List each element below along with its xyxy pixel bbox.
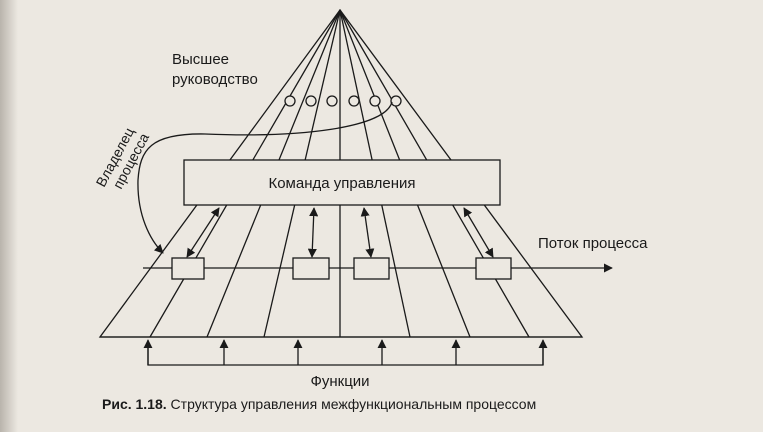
process-owner-arrow (137, 101, 393, 254)
functions-bracket (147, 343, 544, 366)
top-management-label-line1: Высшее (172, 51, 229, 68)
functions-arrows (143, 339, 548, 365)
top-management-label-line2: руководство (172, 71, 258, 88)
functions-label: Функции (310, 373, 369, 390)
top-management-circles (284, 95, 402, 107)
figure-caption: Рис. 1.18. Структура управления межфункц… (102, 396, 536, 412)
process-step-boxes (171, 257, 512, 280)
figure-number: Рис. 1.18. (102, 396, 167, 412)
management-structure-diagram: Высшее руководство Владелец процесса Ком… (93, 8, 648, 390)
process-flow-label: Поток процесса (538, 235, 648, 252)
management-team-label: Команда управления (268, 175, 415, 192)
management-team-box (183, 159, 501, 206)
team-step-links (186, 207, 494, 258)
figure-caption-text: Структура управления межфункциональным п… (166, 396, 537, 412)
scan-shadow (0, 0, 18, 432)
